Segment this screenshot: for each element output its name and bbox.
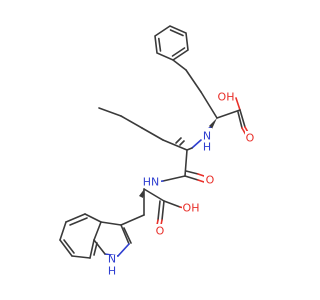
label-h-top: H (203, 141, 211, 154)
stereo-wedge-top (209, 118, 217, 129)
ch2-to-indole (120, 214, 145, 226)
label-n-top: N (203, 130, 211, 143)
label-oh-bottom: OH (183, 202, 200, 215)
amide-carbonyl (184, 149, 205, 183)
phenethyl-chain (172, 59, 218, 119)
label-o-top: O (246, 132, 255, 145)
stereo-hash-mid (175, 137, 185, 146)
label-oh-top: OH (218, 91, 235, 104)
label-n-indole: N (108, 253, 116, 266)
atom-labels: OH O N H O HN OH O N H (107, 90, 255, 278)
label-o-bottom: O (156, 225, 165, 238)
bottom-carboxylic-acid (143, 188, 185, 226)
label-hn-amide: HN (143, 176, 160, 189)
indole-ring (59, 213, 132, 259)
n-to-calpha (191, 139, 202, 149)
butyl-chain (98, 107, 188, 151)
top-carboxylic-acid (216, 97, 250, 136)
phenyl-ring (154, 25, 189, 61)
label-h-indole: H (108, 265, 116, 278)
c-to-amide-n (162, 175, 186, 182)
label-o-amide: O (206, 174, 215, 187)
n-to-calpha-2 (186, 147, 193, 151)
molecule-structure: OH O N H O HN OH O N H (59, 25, 255, 278)
